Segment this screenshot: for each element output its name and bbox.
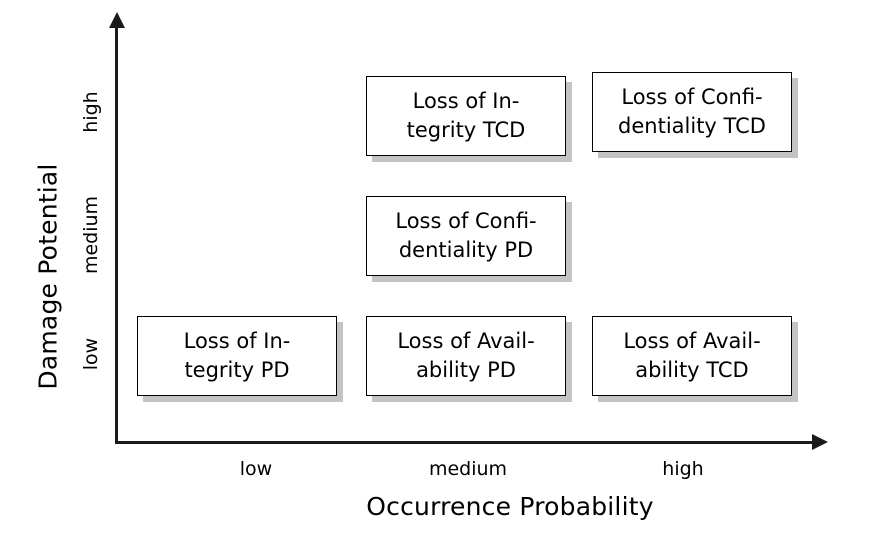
x-axis-title: Occurrence Probability (366, 492, 654, 521)
risk-cell-line1: Loss of In- (183, 329, 291, 354)
risk-cell-line1: Loss of Confi- (395, 209, 537, 234)
risk-cell-line1: Loss of Avail- (397, 329, 535, 354)
risk-cell-line1: Loss of Confi- (621, 85, 763, 110)
x-axis-tick-medium: medium (428, 458, 508, 480)
risk-cell-line2: tegrity TCD (406, 118, 526, 142)
risk-cell-integrity-pd: Loss of In- tegrity PD (137, 316, 337, 396)
x-axis-arrowhead-icon (812, 434, 828, 450)
y-axis-arrowhead-icon (109, 12, 125, 28)
risk-cell-line2: ability PD (416, 358, 516, 382)
y-axis-tick-low: low (80, 337, 102, 371)
y-axis-title: Damage Potential (33, 163, 63, 390)
y-axis-line (115, 24, 118, 444)
y-axis-tick-medium: medium (80, 195, 102, 275)
x-axis-tick-low: low (239, 458, 273, 480)
risk-cell-line2: tegrity PD (184, 358, 290, 382)
risk-cell-integrity-tcd: Loss of In- tegrity TCD (366, 76, 566, 156)
risk-cell-confidentiality-tcd: Loss of Confi- dentiality TCD (592, 72, 792, 152)
risk-cell-line1: Loss of Avail- (623, 329, 761, 354)
x-axis-tick-high: high (662, 458, 704, 480)
y-axis-tick-high: high (80, 91, 102, 133)
risk-cell-confidentiality-pd: Loss of Confi- dentiality PD (366, 196, 566, 276)
risk-cell-line2: ability TCD (635, 358, 749, 382)
x-axis-line (115, 441, 817, 444)
risk-cell-line2: dentiality PD (398, 238, 534, 262)
risk-cell-line1: Loss of In- (412, 89, 520, 114)
risk-cell-availability-tcd: Loss of Avail- ability TCD (592, 316, 792, 396)
risk-cell-line2: dentiality TCD (618, 114, 766, 138)
risk-cell-availability-pd: Loss of Avail- ability PD (366, 316, 566, 396)
